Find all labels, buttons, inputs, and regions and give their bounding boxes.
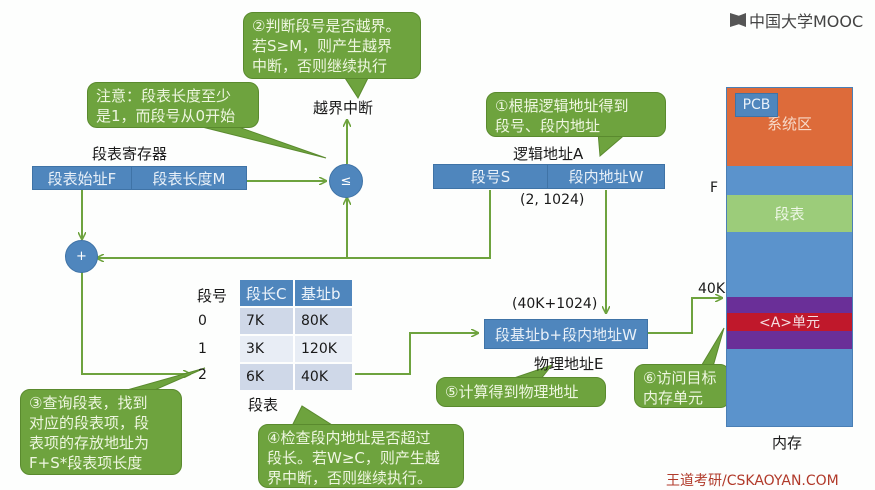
register-length-m: 段表长度M — [132, 166, 247, 190]
logical-address-box: 段号S 段内地址W — [433, 164, 665, 189]
tail-note — [189, 123, 327, 159]
segment-table-label: 段表 — [248, 396, 279, 414]
arrow-table-to-physical — [355, 333, 478, 375]
compare-operator: ≤ — [329, 164, 363, 198]
segment-table-register: 段表始址F 段表长度M — [32, 166, 247, 190]
seg-table-row: 7K 80K — [240, 308, 354, 334]
bubble-step3: ③查询段表，找到 对应的段表项，段 表项的存放地址为 F+S*段表项长度 — [20, 389, 182, 475]
memory-purple-top — [727, 297, 852, 313]
memory-target-unit: <A>单元 — [727, 313, 852, 331]
bubble-step6: ⑥访问目标 内存单元 — [634, 364, 730, 408]
memory-40k-label: 40K — [698, 281, 725, 297]
bubble-step4: ④检查段内地址是否超过 段长。若W≥C，则产生越 界中断，否则继续执行。 — [258, 424, 464, 488]
seg-length-1: 3K — [240, 336, 295, 362]
register-start-f: 段表始址F — [32, 166, 132, 190]
seg-length-0: 7K — [240, 308, 295, 334]
logo-text: 中国大学MOOC — [749, 12, 864, 31]
physical-address-label: 物理地址E — [534, 355, 604, 373]
bubble-step2: ②判断段号是否越界。 若S≥M，则产生越界 中断，否则继续执行 — [243, 12, 421, 79]
seg-table-row: 3K 120K — [240, 336, 354, 362]
logical-address-label: 逻辑地址A — [513, 145, 584, 163]
arrow-s-to-add — [97, 190, 491, 258]
seg-length-2: 6K — [240, 364, 295, 390]
seg-base-0: 80K — [295, 308, 352, 334]
seg-base-1: 120K — [295, 336, 352, 362]
arrow-physical-to-memory — [648, 298, 722, 334]
seg-no-0: 0 — [198, 313, 207, 329]
bubble-note: 注意：段表长度至少 是1，而段号从0开始 — [87, 82, 259, 128]
watermark: 王道考研/CSKAOYAN.COM — [666, 473, 839, 489]
seg-table-row-header: 段号 — [197, 287, 228, 305]
seg-table-row: 6K 40K — [240, 364, 354, 390]
memory-f-label: F — [710, 180, 719, 196]
segment-table: 段长C 基址b 7K 80K 3K 120K 6K 40K — [240, 280, 354, 390]
memory-pcb: PCB — [735, 93, 778, 117]
logical-seg-no: 段号S — [433, 164, 548, 189]
memory-label: 内存 — [772, 434, 803, 452]
mooc-logo: 中国大学MOOC — [730, 8, 863, 32]
seg-table-col-base: 基址b — [295, 280, 352, 306]
logo-icon — [730, 13, 746, 27]
tail-step2 — [344, 77, 369, 100]
memory-block: 系统区 PCB 段表 <A>单元 — [726, 87, 853, 427]
logical-value: (2, 1024) — [520, 192, 585, 208]
bubble-step5: ⑤计算得到物理地址 — [436, 377, 606, 407]
physical-value: (40K+1024) — [512, 296, 598, 312]
seg-base-2: 40K — [295, 364, 352, 390]
add-operator: + — [65, 240, 98, 273]
seg-no-2: 2 — [198, 367, 207, 383]
physical-address-box: 段基址b+段内地址W — [484, 319, 648, 349]
memory-purple-bottom — [727, 331, 852, 349]
seg-no-1: 1 — [198, 341, 207, 357]
bubble-step1: ①根据逻辑地址得到 段号、段内地址 — [486, 92, 666, 137]
seg-table-col-length: 段长C — [240, 280, 295, 306]
segment-table-register-label: 段表寄存器 — [92, 145, 168, 163]
logical-offset: 段内地址W — [548, 164, 665, 189]
arrow-add-to-table — [81, 272, 190, 374]
memory-segment-table: 段表 — [727, 195, 852, 232]
overflow-interrupt-label: 越界中断 — [313, 99, 374, 117]
